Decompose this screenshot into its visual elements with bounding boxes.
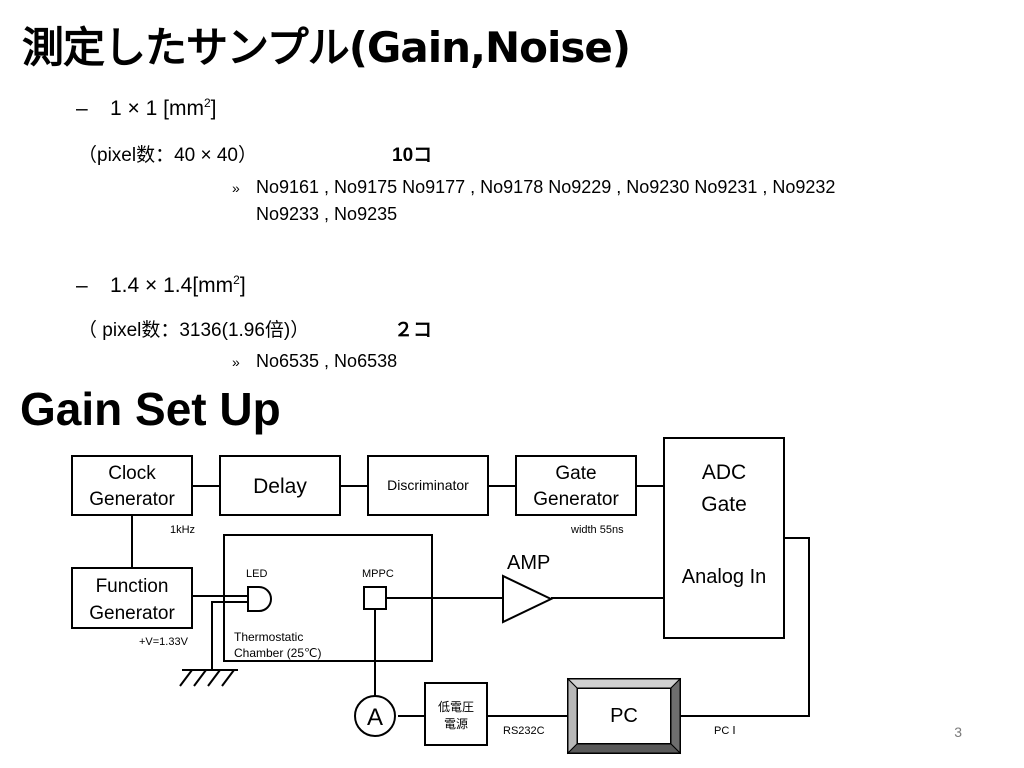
wire-function-led-ground — [211, 601, 248, 670]
sample2-list: » No6535 , No6538 — [232, 351, 397, 372]
sample2-size-sup: 2 — [233, 273, 240, 287]
pci-label: PC Ⅰ — [714, 725, 736, 737]
adc-box — [663, 437, 785, 639]
power-supply-box — [424, 682, 488, 746]
sample1-list-line1: No9161 , No9175 No9177 , No9178 No9229 ,… — [256, 177, 836, 197]
bullet-marker: » — [232, 354, 240, 370]
sample1-size-close: ] — [210, 97, 217, 120]
function-generator-label-1: Function — [96, 576, 169, 597]
sample2-size: –1.4 × 1.4[mm2] — [76, 273, 246, 298]
gate-width-label: width 55ns — [570, 524, 624, 536]
sample1-size: –1 × 1 [mm2] — [76, 96, 216, 121]
amp-triangle-icon — [502, 574, 554, 624]
function-generator-box — [71, 567, 193, 629]
chamber-label-1: Thermostatic — [234, 630, 303, 644]
adc-analog-in-label: Analog In — [682, 566, 767, 588]
gate-generator-label-2: Generator — [533, 489, 619, 510]
wire-pc-adc — [680, 537, 810, 717]
gate-generator-label-1: Gate — [555, 463, 596, 484]
rs232c-label: RS232C — [503, 725, 545, 737]
gain-setup-title: Gain Set Up — [20, 383, 281, 435]
slide-title: 測定したサンプル(Gain,Noise) — [22, 23, 631, 72]
gate-generator-box — [515, 455, 637, 516]
pc-bevel-bottom — [566, 743, 682, 754]
dash-marker: – — [76, 97, 88, 120]
clock-generator-label-2: Generator — [89, 489, 175, 510]
delay-label: Delay — [253, 475, 307, 498]
page-number: 3 — [954, 724, 962, 740]
sample2-size-text: 1.4 × 1.4[mm — [110, 274, 234, 297]
power-supply-label-2: 電源 — [444, 717, 468, 731]
sample1-count: 10コ — [392, 145, 433, 166]
adc-gate-label: Gate — [701, 493, 747, 516]
bullet-marker: » — [232, 180, 240, 196]
discriminator-box — [367, 455, 489, 516]
ground-hatch — [193, 669, 207, 687]
voltage-label: +V=1.33V — [139, 636, 189, 648]
led-label: LED — [246, 568, 267, 580]
thermostatic-chamber-box — [223, 534, 433, 662]
mppc-box — [363, 586, 387, 610]
sample1-list: » No9161 , No9175 No9177 , No9178 No9229 … — [232, 177, 835, 198]
ammeter-icon — [354, 695, 396, 737]
function-generator-label-2: Generator — [89, 603, 175, 624]
pc-label: PC — [610, 705, 638, 727]
pc-bevel-top — [566, 678, 682, 689]
sample2-size-close: ] — [239, 274, 246, 297]
sample1-size-sup: 2 — [203, 96, 211, 110]
ground-hatch — [207, 669, 221, 687]
clock-generator-box — [71, 455, 193, 516]
discriminator-label: Discriminator — [387, 477, 469, 493]
sample2-list-line1: No6535 , No6538 — [256, 351, 398, 371]
clock-generator-label-1: Clock — [108, 463, 156, 484]
led-icon — [247, 586, 272, 612]
amp-label: AMP — [507, 552, 550, 574]
dash-marker: – — [76, 274, 88, 297]
power-supply-label-1: 低電圧 — [438, 700, 474, 714]
delay-box — [219, 455, 341, 516]
ammeter-label: A — [367, 704, 383, 731]
sample2-count: ２コ — [394, 320, 433, 341]
ground-hatch — [179, 669, 193, 687]
pc-bevel-right — [670, 677, 681, 755]
sample1-list-line2: No9233 , No9235 — [256, 204, 398, 224]
sample1-pixel: （pixel数：40 × 40） — [78, 145, 257, 166]
frequency-label: 1kHz — [170, 524, 195, 536]
pc-bevel-left — [567, 677, 578, 755]
ground-hatch — [221, 669, 235, 687]
sample1-size-text: 1 × 1 [mm — [110, 97, 204, 120]
adc-label: ADC — [702, 461, 746, 484]
chamber-label-2: Chamber (25℃) — [234, 646, 322, 660]
sample2-pixel: （ pixel数：3136(1.96倍)） — [78, 320, 310, 341]
mppc-label: MPPC — [362, 568, 394, 580]
